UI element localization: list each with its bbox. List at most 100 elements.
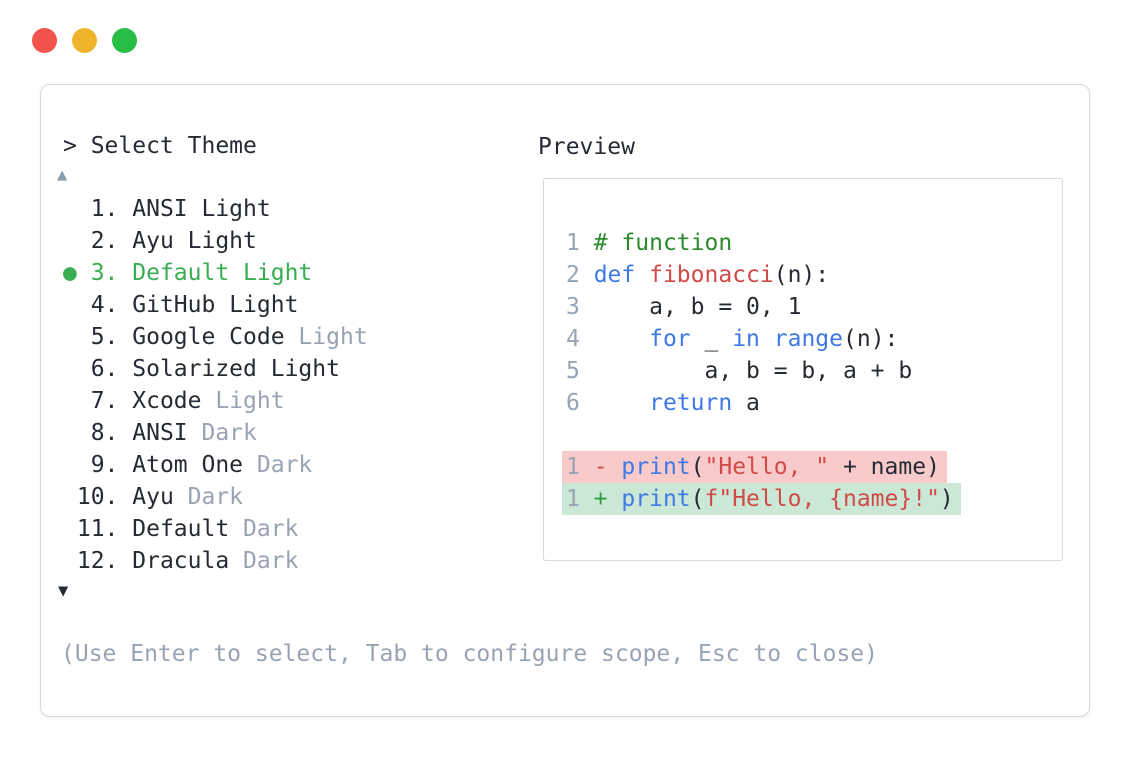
theme-number: 12. xyxy=(76,548,133,574)
theme-option-10[interactable]: 10. Ayu Dark xyxy=(63,481,368,513)
code-token xyxy=(635,262,649,288)
theme-variant: Dark xyxy=(187,420,257,446)
traffic-lights xyxy=(32,28,137,53)
theme-name: Dracula xyxy=(132,548,230,574)
code-token: + name) xyxy=(829,454,940,480)
line-number: 5 xyxy=(566,358,594,384)
theme-variant: Light xyxy=(229,260,313,286)
code-token xyxy=(760,326,774,352)
theme-number: 11. xyxy=(76,516,133,542)
diff-line-del: 1 - print("Hello, " + name) xyxy=(562,451,947,483)
theme-option-7[interactable]: 7. Xcode Light xyxy=(63,385,368,417)
theme-name: Xcode xyxy=(132,388,202,414)
code-token: print xyxy=(621,486,691,512)
bullet-spacer xyxy=(63,548,77,574)
code-token: _ xyxy=(690,326,733,352)
theme-name: ANSI xyxy=(132,196,188,222)
theme-variant: Dark xyxy=(229,548,299,574)
theme-number: 1. xyxy=(76,196,133,222)
theme-number: 8. xyxy=(76,420,133,446)
theme-variant: Light xyxy=(187,196,271,222)
bullet-spacer xyxy=(63,292,77,318)
theme-option-4[interactable]: 4. GitHub Light xyxy=(63,289,368,321)
theme-name: Default xyxy=(132,516,230,542)
code-token: ( xyxy=(690,486,705,512)
close-button[interactable] xyxy=(32,28,57,53)
theme-number: 4. xyxy=(76,292,133,318)
theme-option-5[interactable]: 5. Google Code Light xyxy=(63,321,368,353)
bullet-spacer xyxy=(63,388,77,414)
code-line xyxy=(566,419,594,451)
theme-variant: Light xyxy=(284,324,368,350)
bullet-spacer xyxy=(63,356,77,382)
theme-option-11[interactable]: 11. Default Dark xyxy=(63,513,368,545)
maximize-button[interactable] xyxy=(112,28,137,53)
theme-number: 5. xyxy=(76,324,133,350)
code-token: - xyxy=(593,454,622,480)
theme-number: 6. xyxy=(76,356,133,382)
minimize-button[interactable] xyxy=(72,28,97,53)
theme-option-8[interactable]: 8. ANSI Dark xyxy=(63,417,368,449)
preview-title: Preview xyxy=(538,134,635,160)
theme-option-9[interactable]: 9. Atom One Dark xyxy=(63,449,368,481)
code-line: 2 def fibonacci(n): xyxy=(566,259,829,291)
code-token: a, b = 0, 1 xyxy=(593,294,802,320)
theme-variant: Light xyxy=(215,292,299,318)
bullet-spacer xyxy=(63,420,77,446)
code-line: 5 a, b = b, a + b xyxy=(566,355,912,387)
code-line: 4 for _ in range(n): xyxy=(566,323,898,355)
line-number xyxy=(566,422,594,448)
code-token xyxy=(594,390,649,416)
line-number: 2 xyxy=(566,262,594,288)
code-token: f"Hello, {name}!" xyxy=(704,486,940,512)
theme-variant: Light xyxy=(173,228,257,254)
code-token: # function xyxy=(593,230,733,256)
bullet-spacer xyxy=(63,516,77,542)
code-token: (n): xyxy=(773,262,830,288)
code-token: ) xyxy=(939,486,954,512)
code-token: range xyxy=(773,326,843,352)
code-line: 3 a, b = 0, 1 xyxy=(566,291,801,323)
code-token xyxy=(594,326,649,352)
theme-name: Solarized xyxy=(132,356,257,382)
bullet-spacer xyxy=(63,452,77,478)
code-token: print xyxy=(621,454,691,480)
scroll-up-icon[interactable]: ▲ xyxy=(57,165,68,185)
theme-option-12[interactable]: 12. Dracula Dark xyxy=(63,545,368,577)
line-number: 3 xyxy=(566,294,594,320)
theme-variant: Dark xyxy=(229,516,299,542)
scroll-down-icon[interactable]: ▼ xyxy=(58,581,69,601)
theme-name: GitHub xyxy=(132,292,216,318)
theme-name: ANSI xyxy=(132,420,188,446)
diff-line-add: 1 + print(f"Hello, {name}!") xyxy=(562,483,961,515)
theme-variant: Dark xyxy=(173,484,244,510)
line-number: 4 xyxy=(566,326,594,352)
code-token: + xyxy=(593,486,622,512)
code-token: fibonacci xyxy=(649,262,774,288)
theme-option-3[interactable]: ● 3. Default Light xyxy=(63,257,368,289)
theme-option-6[interactable]: 6. Solarized Light xyxy=(63,353,368,385)
code-token: "Hello, " xyxy=(704,454,830,480)
line-number: 1 xyxy=(566,230,594,256)
bullet-spacer xyxy=(63,484,77,510)
code-token: for xyxy=(649,326,691,352)
code-token: (n): xyxy=(843,326,899,352)
theme-variant: Dark xyxy=(243,452,313,478)
theme-number: 10. xyxy=(76,484,133,510)
theme-name: Google Code xyxy=(132,324,285,350)
selected-dot-icon: ● xyxy=(63,260,77,286)
code-token: return xyxy=(649,390,733,416)
bullet-spacer xyxy=(63,324,77,350)
theme-number: 9. xyxy=(76,452,133,478)
bullet-spacer xyxy=(63,196,77,222)
code-token: a xyxy=(732,390,760,416)
theme-list: 1. ANSI Light 2. Ayu Light● 3. Default L… xyxy=(63,193,368,577)
code-token: def xyxy=(593,262,636,288)
theme-option-2[interactable]: 2. Ayu Light xyxy=(63,225,368,257)
theme-option-1[interactable]: 1. ANSI Light xyxy=(63,193,368,225)
code-token: a, b = b, a + b xyxy=(593,358,913,384)
theme-name: Ayu xyxy=(132,484,174,510)
